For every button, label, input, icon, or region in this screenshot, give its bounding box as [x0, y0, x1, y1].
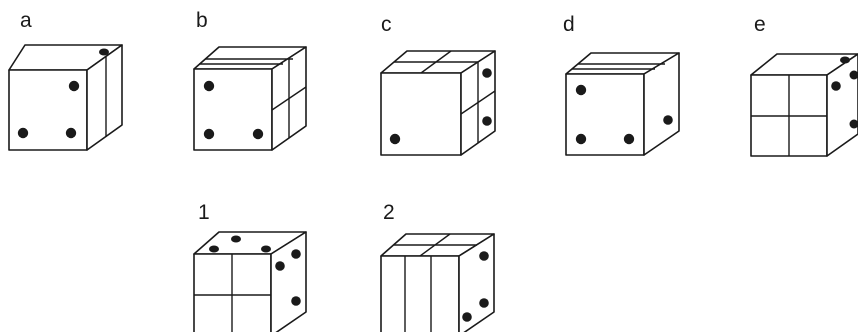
cube-d-dot-4 — [663, 115, 673, 125]
cube-d-dot-1 — [576, 85, 586, 95]
label-1: 1 — [198, 201, 210, 224]
cube-2 — [381, 234, 494, 332]
cube-1-right-dot-2 — [291, 249, 301, 259]
cube-d-dot-3 — [624, 134, 634, 144]
cube-1-right-dot-3 — [291, 296, 301, 306]
label-a: a — [20, 9, 32, 32]
cube-e-top-dot — [840, 57, 850, 64]
cube-1-right-dot-1 — [275, 261, 285, 271]
cube-b-dot-3 — [253, 129, 263, 139]
cube-d-dot-2 — [576, 134, 586, 144]
cube-1-top-dot-3 — [261, 246, 271, 253]
cube-1-top-dot-2 — [231, 236, 241, 243]
cube-2-front — [381, 256, 459, 332]
cube-d — [566, 53, 679, 155]
cube-c-dot-1 — [482, 68, 492, 78]
label-e: e — [754, 13, 766, 36]
cube-2-dot-2 — [462, 312, 472, 322]
cube-b-dot-1 — [204, 81, 214, 91]
label-c: c — [381, 13, 392, 36]
cube-a-dot-2 — [18, 128, 28, 138]
cube-a — [9, 45, 122, 150]
cube-a-top-dot — [99, 49, 109, 56]
cube-2-dot-1 — [479, 251, 489, 261]
cube-c — [381, 51, 495, 155]
cube-b-dot-2 — [204, 129, 214, 139]
cube-e-dot-1 — [831, 81, 841, 91]
cube-c-dot-3 — [390, 134, 400, 144]
label-2: 2 — [383, 201, 395, 224]
cube-b — [194, 47, 306, 150]
cube-1-top-dot-1 — [209, 246, 219, 253]
cube-c-dot-2 — [482, 116, 492, 126]
cube-1 — [194, 232, 306, 332]
label-b: b — [196, 9, 208, 32]
cube-a-dot-1 — [69, 81, 79, 91]
cube-2-dot-3 — [479, 298, 489, 308]
cube-e — [751, 54, 858, 156]
cube-a-dot-3 — [66, 128, 76, 138]
label-d: d — [563, 13, 575, 36]
